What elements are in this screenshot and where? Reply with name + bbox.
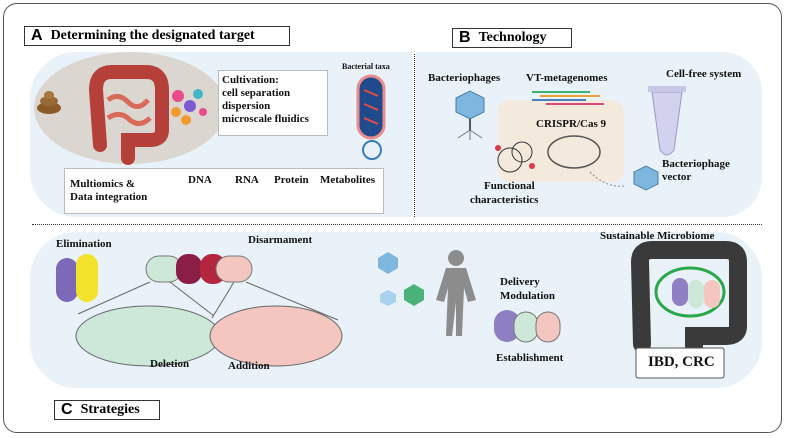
disease-box: [635, 347, 725, 379]
figure-frame: [3, 3, 782, 433]
multiomics-label: Data integration: [70, 191, 148, 203]
human-figure-icon: [436, 250, 476, 336]
healthy-colon-icon: [630, 241, 747, 355]
omics-rna-label: RNA: [235, 174, 259, 186]
cultivation-box: [218, 70, 328, 136]
vt-metagenomes-label: VT-metagenomes: [526, 72, 608, 84]
vertical-divider: [414, 54, 415, 217]
stool-icon: [37, 91, 61, 114]
phage-vector-label: Bacteriophage: [662, 158, 730, 170]
functional-label: Functional: [484, 180, 535, 192]
crispr-label: CRISPR/Cas 9: [536, 118, 606, 130]
panel-c-title: Strategies: [80, 402, 140, 417]
panel-b-title: Technology: [478, 30, 547, 45]
modulation-label: Modulation: [500, 290, 556, 302]
addition-zoom-cell: [209, 305, 343, 367]
panel-c-letter: C: [61, 401, 73, 418]
panel-c-header: C Strategies: [54, 400, 160, 420]
cultivation-item: dispersion: [222, 100, 271, 112]
panel-b-header: B Technology: [452, 28, 572, 48]
omics-protein-label: Protein: [274, 174, 309, 186]
phage-vector-label: vector: [662, 171, 692, 183]
multiomics-box: [64, 168, 384, 214]
zoom-lines: [77, 281, 339, 321]
horizontal-divider: [32, 224, 762, 225]
delivery-cells-icon: [494, 310, 561, 343]
omics-metabolites-label: Metabolites: [320, 174, 375, 186]
disarmament-label: Disarmament: [248, 234, 313, 246]
panel-a-title: Determining the designated target: [50, 28, 255, 43]
elimination-label: Elimination: [56, 238, 112, 250]
functional-network-icon: [495, 141, 535, 173]
cultivation-heading: Cultivation:: [222, 74, 279, 86]
bacteria-cluster-icon: [171, 89, 207, 125]
functional-label: characteristics: [470, 194, 539, 206]
cell-free-tube-icon: [648, 86, 686, 156]
bacterial-taxa-label: Bacterial taxa: [342, 62, 390, 71]
disease-label: IBD, CRC: [648, 354, 715, 370]
bacteriophage-icon: [455, 90, 485, 140]
dashed-arrow: [589, 171, 625, 187]
addition-label: Addition: [228, 360, 270, 372]
multiomics-label: Multiomics &: [70, 178, 136, 190]
phage-cluster-icon: [378, 252, 424, 306]
vt-metagenome-bars-icon: [532, 91, 604, 105]
omics-dna-label: DNA: [188, 174, 212, 186]
sustainable-microbiome-label: Sustainable Microbiome: [600, 230, 715, 242]
elimination-cells-icon: [56, 254, 98, 302]
disarmament-cells-icon: [145, 254, 253, 284]
panel-b-letter: B: [459, 29, 471, 46]
cultivation-item: microscale fluidics: [222, 113, 309, 125]
bacterium-taxa-icon: [356, 74, 386, 160]
cell-free-label: Cell-free system: [666, 68, 742, 80]
deletion-zoom-cell: [75, 305, 221, 367]
crispr-plasmid-icon: [547, 135, 601, 169]
bacteriophages-label: Bacteriophages: [428, 72, 501, 84]
colon-icon: [88, 65, 169, 165]
bacteriophage-vector-icon: [633, 165, 659, 191]
establishment-label: Establishment: [496, 352, 564, 364]
delivery-label: Delivery: [500, 276, 540, 288]
crispr-background: [498, 100, 624, 182]
gut-background-oval: [34, 52, 226, 164]
deletion-label: Deletion: [150, 358, 190, 370]
panel-a-letter: A: [31, 27, 43, 44]
cultivation-item: cell separation: [222, 87, 291, 99]
panel-a-header: A Determining the designated target: [24, 26, 290, 46]
